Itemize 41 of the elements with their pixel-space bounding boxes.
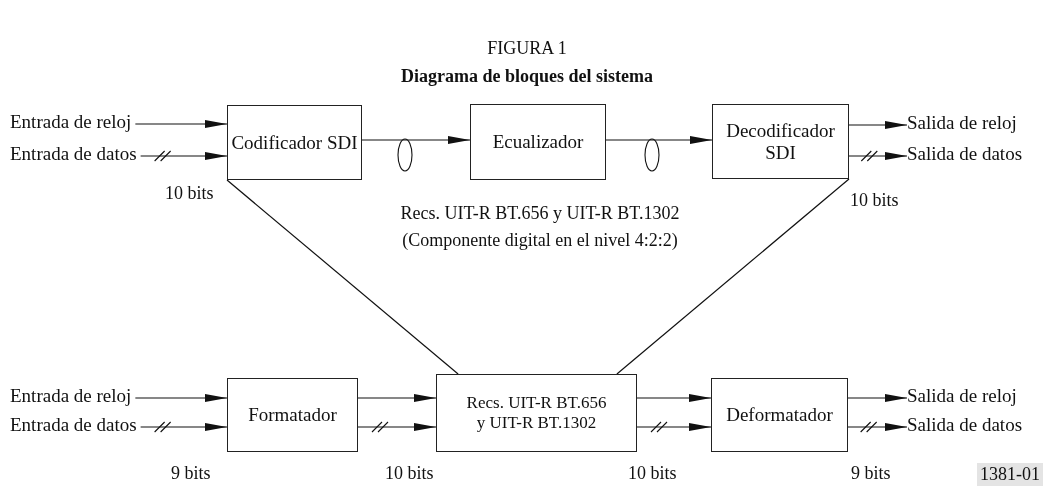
connector-line (226, 179, 459, 375)
process-box: Codificador SDI (227, 105, 362, 180)
figure-code: 1381-01 (977, 463, 1043, 486)
arrow (357, 394, 437, 402)
standard-note: Recs. UIT-R BT.656 y UIT-R BT.1302 (400, 203, 680, 224)
process-box: Ecualizador (470, 104, 606, 180)
signal-label: Entrada de reloj (10, 385, 132, 407)
bus-arrow (847, 421, 908, 433)
signal-label: Salida de datos (907, 143, 1023, 165)
bit-width-label: 10 bits (165, 183, 214, 204)
arrow (636, 394, 712, 402)
arrow (848, 121, 908, 129)
signal-label: Entrada de reloj (10, 111, 132, 133)
arrow (134, 394, 228, 402)
arrow (847, 394, 908, 402)
signal-label: Salida de datos (907, 414, 1023, 436)
arrow (361, 136, 471, 172)
bus-arrow (140, 150, 228, 162)
bus-arrow (140, 421, 228, 433)
signal-label: Salida de reloj (907, 385, 1017, 407)
bus-arrow (636, 421, 712, 433)
bit-width-label: 10 bits (385, 463, 434, 484)
process-box: Deformatador (711, 378, 848, 452)
standard-note: (Componente digital en el nivel 4:2:2) (402, 230, 678, 251)
diagram-title: Diagrama de bloques del sistema (401, 66, 653, 87)
bit-width-label: 10 bits (628, 463, 677, 484)
process-box: Recs. UIT-R BT.656 y UIT-R BT.1302 (436, 374, 637, 452)
bit-width-label: 10 bits (850, 190, 899, 211)
process-box: Formatador (227, 378, 358, 452)
arrow (134, 120, 228, 128)
caption-number: FIGURA 1 (487, 38, 567, 59)
bit-width-label: 9 bits (851, 463, 891, 484)
signal-label: Entrada de datos (10, 414, 137, 436)
signal-label: Entrada de datos (10, 143, 137, 165)
bus-arrow (848, 150, 908, 162)
connector-line (616, 178, 850, 375)
arrow (605, 136, 713, 172)
signal-label: Salida de reloj (907, 112, 1017, 134)
process-box: Decodificador SDI (712, 104, 849, 179)
bus-arrow (357, 421, 437, 433)
bit-width-label: 9 bits (171, 463, 211, 484)
